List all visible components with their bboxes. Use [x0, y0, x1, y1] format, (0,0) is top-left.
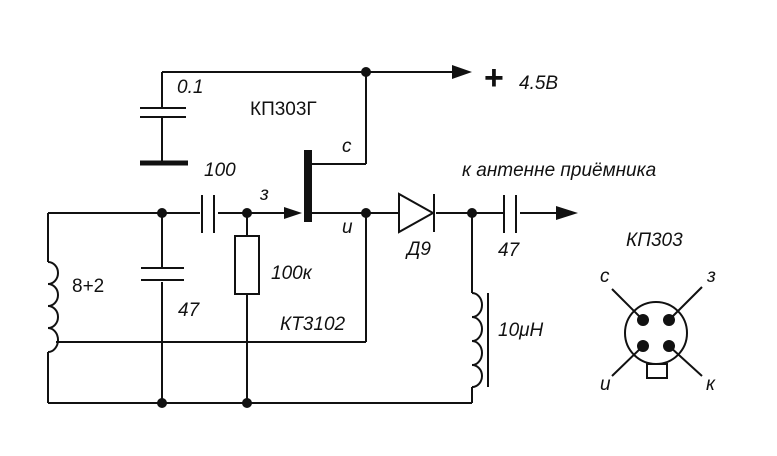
- diode-d9: [398, 192, 436, 234]
- pinout-lead-body: [668, 345, 703, 377]
- inductor-label: 10μH: [498, 320, 544, 341]
- junction-resistor-top: [242, 208, 252, 218]
- kt3102-label: КТ3102: [280, 314, 346, 335]
- junction-source: [361, 208, 371, 218]
- diode-label: Д9: [405, 239, 431, 260]
- junction-cap47-bottom: [157, 398, 167, 408]
- junctions: [157, 67, 477, 408]
- antenna-arrow: [556, 206, 578, 220]
- supply-plus-sign: +: [484, 59, 504, 97]
- pinout-lead-drain: [611, 288, 644, 321]
- gate-pin-label: з: [259, 184, 269, 205]
- gate-arrow: [284, 207, 302, 219]
- junction-cap47-top: [157, 208, 167, 218]
- resistor-label: 100к: [271, 263, 313, 284]
- pinout-kp303: КП303 с з и к: [600, 230, 716, 395]
- pinout-lead-source: [611, 345, 644, 377]
- capacitor-47-left: [141, 267, 184, 281]
- inductor-10uh: [471, 292, 489, 388]
- pinout-title: КП303: [626, 230, 683, 251]
- capacitor-100: [201, 195, 215, 233]
- pinout-body-label: к: [706, 374, 716, 395]
- resistor-100k: [234, 235, 260, 295]
- junction-supply-drain: [361, 67, 371, 77]
- junction-diode-out: [467, 208, 477, 218]
- pinout-key-tab: [646, 363, 668, 379]
- pinout-pin-gate: [663, 314, 675, 326]
- coil-8-2: [47, 261, 59, 353]
- supply-voltage-label: 4.5В: [519, 73, 558, 94]
- transistor-type-label: КП303Г: [250, 99, 317, 120]
- pinout-pin-source: [637, 340, 649, 352]
- supply-arrow: [452, 65, 472, 79]
- antenna-label: к антенне приёмника: [462, 160, 656, 181]
- drain-pin-label: с: [342, 136, 352, 157]
- pinout-gate-label: з: [706, 266, 716, 287]
- coil-label: 8+2: [72, 276, 104, 297]
- pinout-pin-drain: [637, 314, 649, 326]
- fet-channel: [304, 150, 312, 222]
- pinout-pin-body: [663, 340, 675, 352]
- source-pin-label: и: [342, 217, 353, 238]
- arrows: [284, 65, 578, 220]
- cap-47-right-label: 47: [498, 240, 521, 261]
- junction-resistor-bottom: [242, 398, 252, 408]
- pinout-lead-gate: [668, 286, 703, 321]
- capacitor-47-right: [503, 195, 517, 233]
- cap-0.1-label: 0.1: [177, 77, 203, 98]
- cap-100-label: 100: [204, 160, 236, 181]
- pinout-drain-label: с: [600, 266, 610, 287]
- wires: [47, 71, 558, 404]
- capacitor-0.1: [140, 107, 188, 166]
- pinout-source-label: и: [600, 374, 611, 395]
- cap-47-left-label: 47: [178, 300, 201, 321]
